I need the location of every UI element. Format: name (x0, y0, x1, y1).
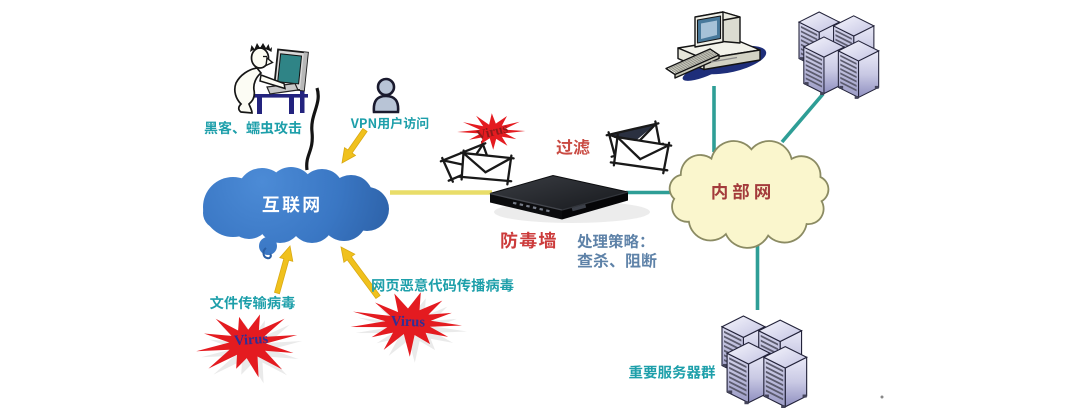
svg-text:Virus: Virus (391, 313, 426, 330)
svg-text:Virus: Virus (475, 120, 509, 142)
svg-text:Virus: Virus (233, 331, 268, 349)
